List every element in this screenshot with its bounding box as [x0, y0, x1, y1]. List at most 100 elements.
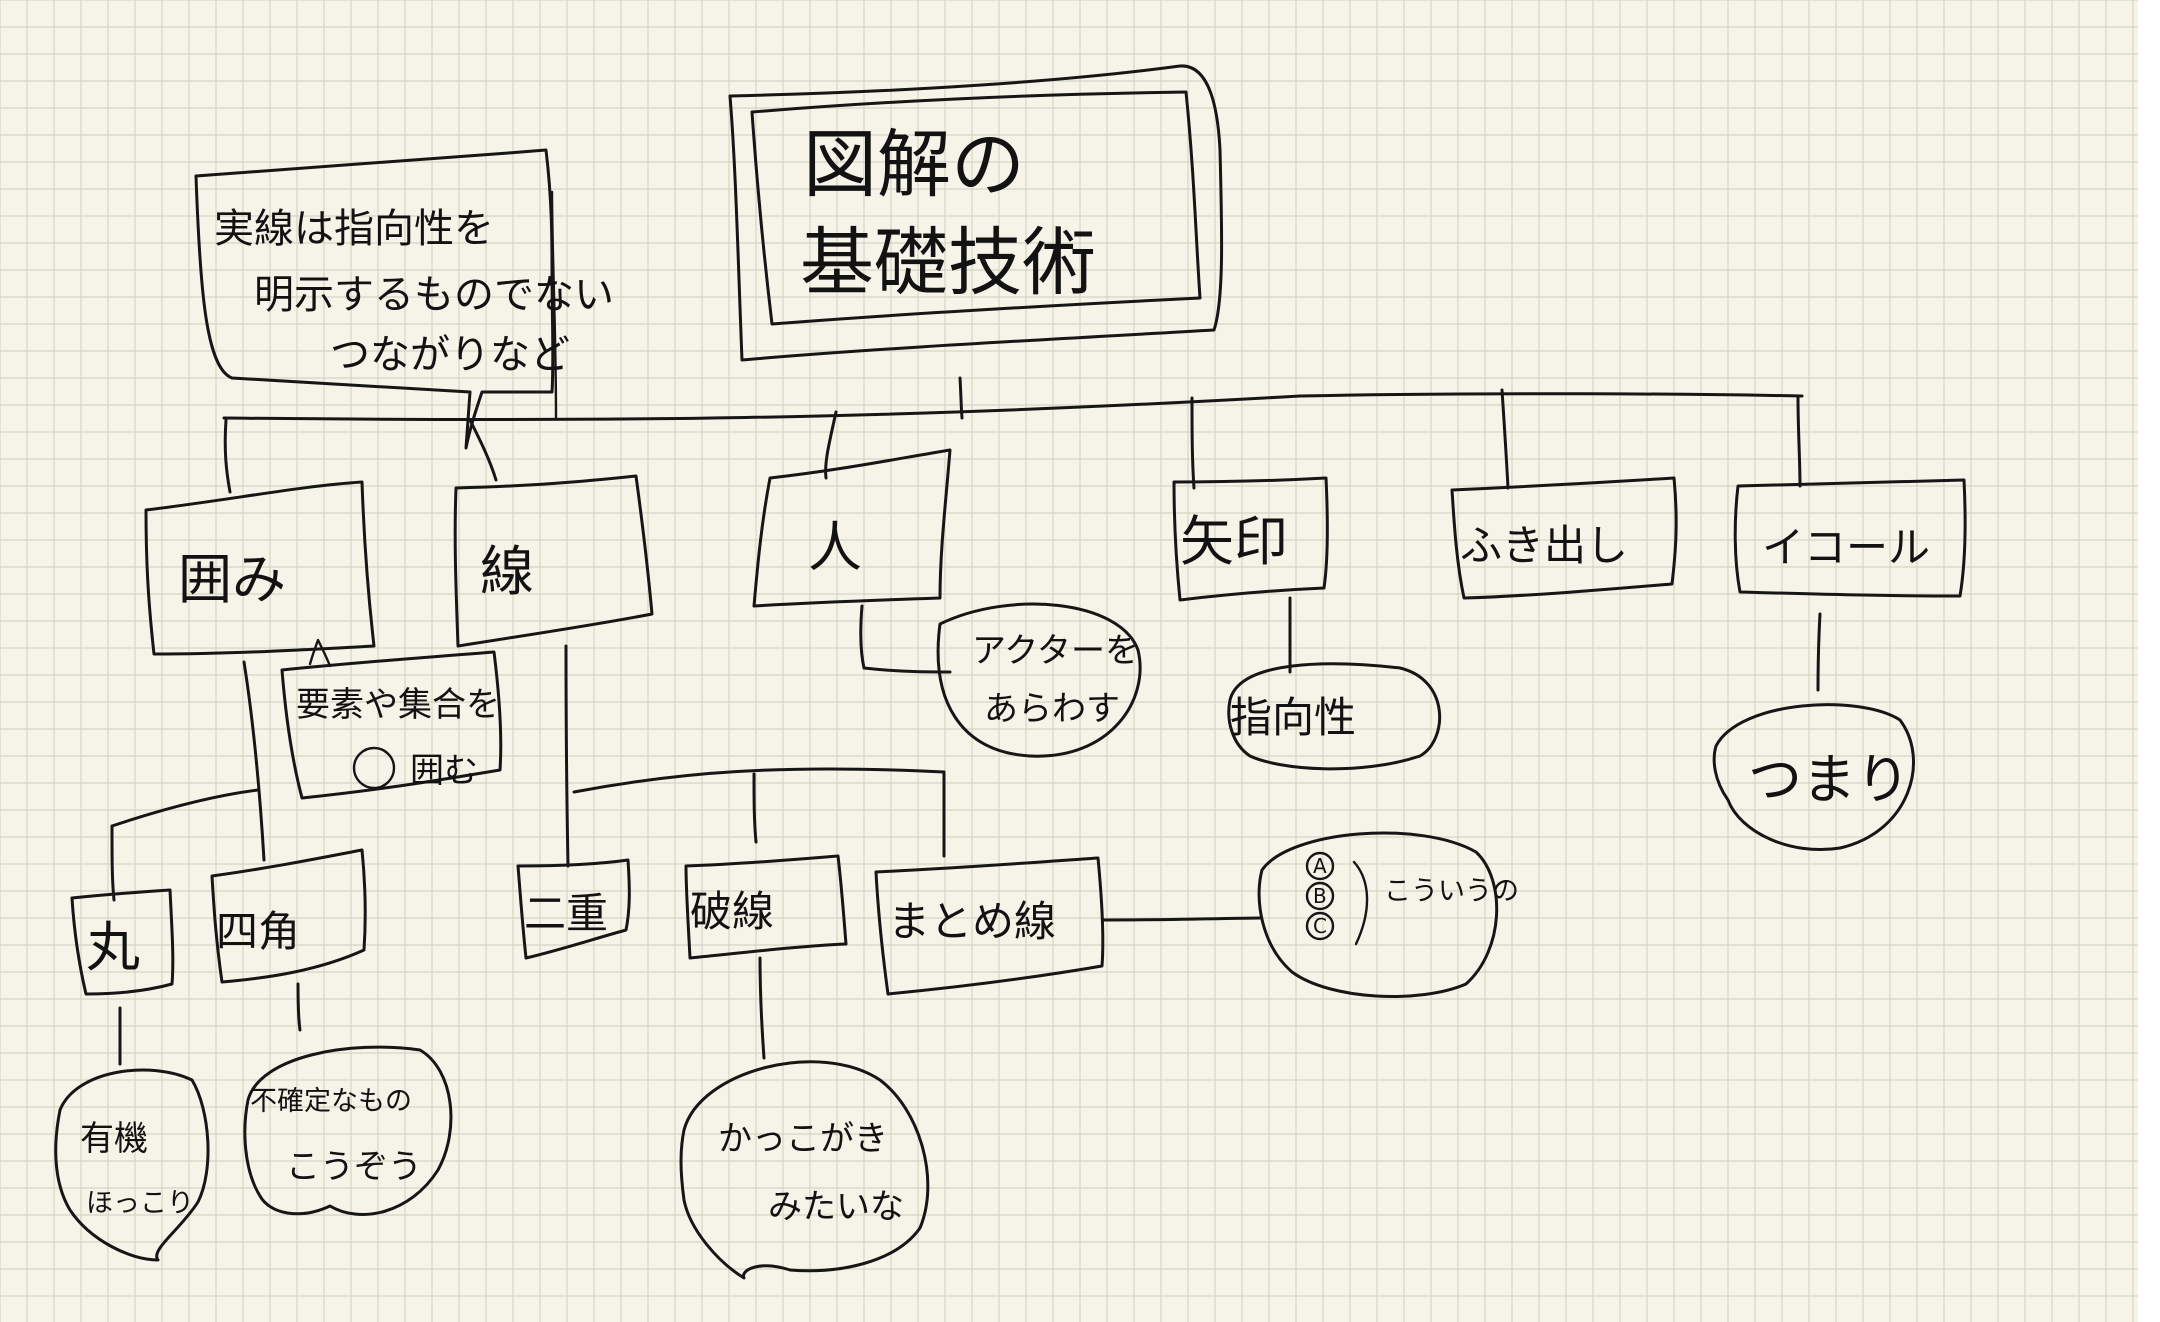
title-stem	[958, 376, 964, 420]
kakomi-note-pointer	[308, 638, 332, 668]
maru-leaf: 有機 ほっこり	[54, 1006, 210, 1262]
node-hasen-label: 破線	[690, 887, 774, 936]
node-maru-label: 丸	[86, 916, 140, 979]
node-hito-label: 人	[808, 516, 862, 579]
matome-leaf-ellipse	[1257, 831, 1499, 998]
node-kakomi: 囲み	[144, 480, 376, 656]
shikaku-leaf-line-2: こうぞう	[286, 1147, 422, 1187]
equal-note-label: つまり	[1748, 748, 1910, 811]
hasen-connector	[758, 956, 766, 1060]
hito-note-line-2: あらわす	[984, 689, 1120, 729]
maru-leaf-line-1: 有機	[80, 1119, 148, 1159]
yajirushi-note-ellipse	[1227, 662, 1442, 771]
yajirushi-note: 指向性	[1227, 596, 1442, 771]
kakomi-note: 要素や集合を 囲む	[280, 638, 503, 800]
matome-mark-a-circle	[1305, 851, 1335, 881]
kakomi-note-line-1: 要素や集合を	[296, 685, 500, 725]
title-inner-frame	[750, 90, 1202, 326]
node-maru: 丸	[70, 888, 175, 996]
node-matome-label: まとめ線	[888, 897, 1056, 946]
node-equal-box	[1733, 478, 1967, 598]
node-hasen-box	[684, 854, 848, 960]
kakomi-sub-line	[110, 788, 260, 828]
node-fukidashi: ふき出し	[1450, 476, 1678, 600]
maru-leaf-ellipse	[54, 1068, 210, 1262]
node-maru-box	[70, 888, 175, 996]
right-edge-strip	[2138, 0, 2160, 1322]
node-equal-label: イコール	[1762, 523, 1930, 572]
matome-mark-c-circle	[1305, 911, 1335, 941]
node-kakomi-box	[144, 480, 376, 656]
matome-mark-b: B	[1313, 884, 1327, 908]
kakomi-branch	[110, 660, 266, 902]
shikaku-leaf-line-1: 不確定なもの	[250, 1086, 412, 1117]
matome-mark-b-circle	[1305, 881, 1335, 911]
node-yajirushi-label: 矢印	[1180, 510, 1288, 573]
callout-line-3: つながりなど	[330, 332, 570, 378]
equal-connector	[1816, 612, 1822, 692]
hasen-leaf-line-1: かっこがき	[718, 1119, 888, 1159]
hasen-leaf-ellipse	[679, 1060, 930, 1280]
yajirushi-note-label: 指向性	[1230, 693, 1356, 742]
maru-leaf-line-2: ほっこり	[86, 1188, 194, 1219]
matome-connector	[1102, 916, 1262, 922]
drop-kakomi	[223, 418, 232, 494]
node-sen-box	[453, 474, 654, 648]
kakomi-note-box	[280, 650, 503, 800]
callout-line-2: 明示するものでない	[254, 272, 614, 318]
callout-back-line	[550, 190, 558, 420]
kakomi-note-line-2: 囲む	[410, 751, 478, 791]
kakomi-down-line	[242, 660, 266, 862]
callout-bubble	[194, 148, 555, 450]
node-shikaku-box	[210, 848, 367, 984]
hasen-leaf: かっこがき みたいな	[679, 956, 930, 1280]
drop-sen	[468, 418, 498, 482]
node-nijuu-label: 二重	[524, 889, 608, 938]
drop-maru	[110, 824, 116, 902]
shikaku-leaf-ellipse	[243, 1045, 453, 1216]
sen-sub-line	[572, 767, 946, 794]
drop-equal	[1796, 396, 1802, 488]
node-nijuu: 二重	[516, 858, 631, 960]
node-hasen: 破線	[684, 854, 848, 960]
drop-fukidashi	[1500, 388, 1510, 490]
node-fukidashi-box	[1450, 476, 1678, 600]
matome-mark-c: C	[1313, 914, 1327, 938]
node-yajirushi-box	[1172, 476, 1329, 602]
matome-mark-a: A	[1313, 854, 1327, 878]
title-box: 図解の 基礎技術	[728, 64, 1224, 362]
title-line-1: 図解の	[803, 122, 1025, 208]
matome-bracket	[1352, 860, 1369, 946]
node-sen: 線	[453, 474, 654, 648]
node-equal: イコール	[1733, 478, 1967, 598]
shikaku-leaf: 不確定なもの こうぞう	[243, 982, 453, 1216]
hito-note: アクターを あらわす	[859, 602, 1142, 758]
node-hito-box	[752, 448, 952, 608]
matome-leaf-label: こういうの	[1384, 876, 1519, 907]
node-matome: まとめ線	[874, 856, 1105, 996]
drop-hasen	[752, 772, 758, 844]
hasen-leaf-line-2: みたいな	[768, 1187, 904, 1227]
hito-note-line-1: アクターを	[972, 631, 1139, 671]
node-fukidashi-label: ふき出し	[1460, 521, 1628, 570]
hito-note-ellipse	[936, 602, 1142, 758]
node-shikaku-label: 四角	[216, 907, 300, 956]
node-shikaku: 四角	[210, 848, 367, 984]
kakomi-note-circle-mark	[352, 746, 396, 790]
node-kakomi-label: 囲み	[178, 548, 286, 611]
main-branch-line	[222, 392, 1804, 422]
matome-leaf: A B C こういうの	[1102, 831, 1519, 998]
hito-connector	[859, 604, 952, 674]
main-connectors	[222, 376, 1804, 494]
shikaku-connector	[296, 982, 302, 1032]
line-note-callout: 実線は指向性を 明示するものでない つながりなど	[194, 148, 614, 450]
equal-note: つまり	[1712, 612, 1915, 851]
equal-note-ellipse	[1712, 703, 1915, 851]
node-nijuu-box	[516, 858, 631, 960]
node-sen-label: 線	[480, 540, 534, 603]
node-hito: 人	[752, 448, 952, 608]
node-yajirushi: 矢印	[1172, 476, 1329, 602]
